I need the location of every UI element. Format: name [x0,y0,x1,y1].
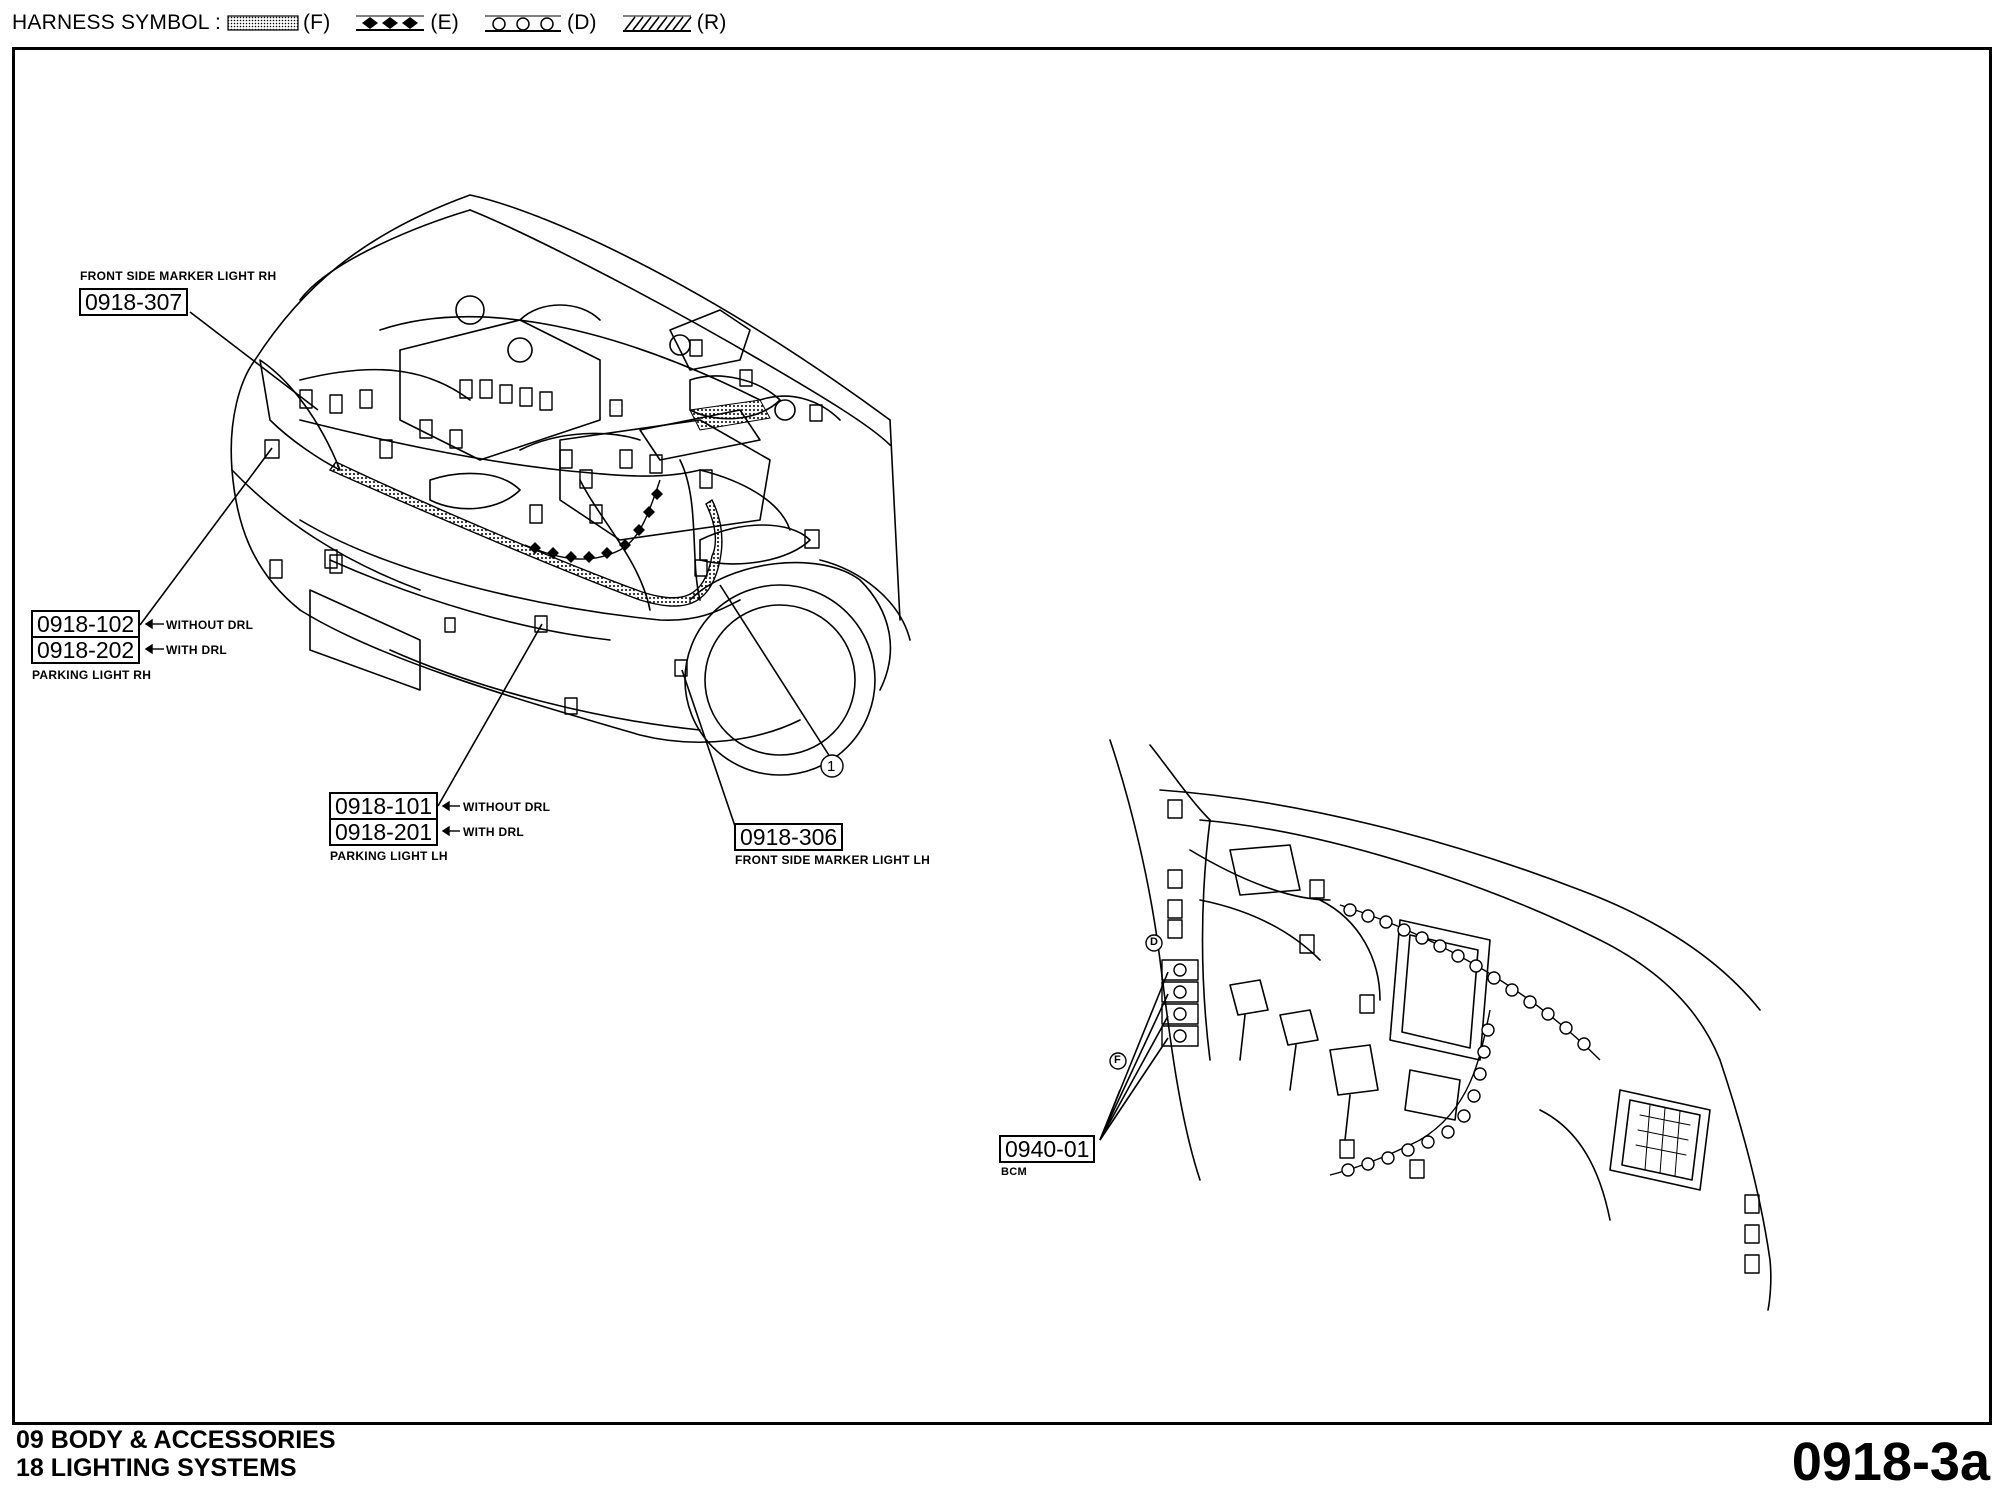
callout-101-note: WITHOUT DRL [463,800,551,814]
hatched-harness-icon [622,15,692,32]
callout-0940-title: BCM [1001,1166,1027,1178]
section-line-2: 18 LIGHTING SYSTEMS [16,1454,297,1482]
callout-307-title: FRONT SIDE MARKER LIGHT RH [80,269,277,283]
callout-201-code: 0918-201 [329,818,439,846]
callout-202-title: PARKING LIGHT RH [32,668,152,682]
harness-symbol-legend: HARNESS SYMBOL : (F) (E) (D) (R) [12,8,745,38]
callout-307-code: 0918-307 [79,288,189,316]
legend-code-f: (F) [302,11,331,34]
leader-lines [139,311,1169,1141]
callout-202-code: 0918-202 [31,636,141,664]
dotted-fill-harness-icon [227,15,299,31]
callout-102-code: 0918-102 [31,610,141,638]
legend-label: HARNESS SYMBOL : [12,11,221,34]
marker-one-label: 1 [827,758,836,775]
callout-101-code: 0918-101 [329,792,439,820]
marker-f-label: F [1114,1054,1122,1066]
section-line-1: 09 BODY & ACCESSORIES [16,1426,336,1454]
diagram-frame [12,47,1992,1425]
callout-201-note: WITH DRL [463,825,525,839]
dashboard-illustration [1109,739,1772,1311]
radiator-support-dotted-band [689,399,771,431]
callout-306-title: FRONT SIDE MARKER LIGHT LH [735,853,931,867]
callout-201-title: PARKING LIGHT LH [330,849,448,863]
engine-bay-illustration [230,194,911,776]
marker-circle-d [1145,934,1163,952]
section-titles: 09 BODY & ACCESSORIES 18 LIGHTING SYSTEM… [16,1426,336,1482]
callout-306-code: 0918-306 [734,823,844,851]
callout-0940-code: 0940-01 [999,1135,1096,1163]
engine-harness-diamond-chain [524,479,663,563]
page-code: 0918-3a [1791,1432,1990,1492]
marker-circle-one [820,754,844,778]
note-arrows [144,618,460,837]
instrument-panel-harness-circle-chain [1329,903,1601,1177]
callout-202-note: WITH DRL [166,643,228,657]
marker-d-label: D [1150,936,1159,948]
circled-markers [820,754,1163,1070]
marker-circle-f [1109,1052,1127,1070]
callout-102-note: WITHOUT DRL [166,618,254,632]
legend-code-e: (E) [430,11,459,34]
diamond-chain-harness-icon [356,15,425,31]
legend-code-d: (D) [567,11,597,34]
legend-code-r: (R) [696,11,727,34]
circle-chain-harness-icon [485,15,561,32]
